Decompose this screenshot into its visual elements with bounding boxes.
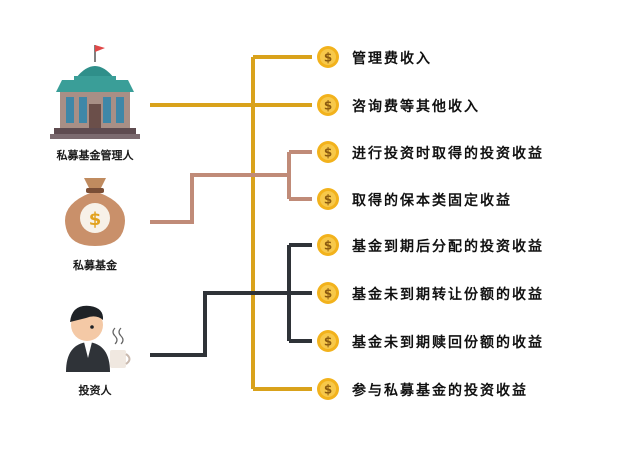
- coin-icon: $: [317, 94, 339, 116]
- svg-text:$: $: [324, 239, 332, 253]
- bank-building-icon: [50, 45, 140, 139]
- svg-text:$: $: [89, 209, 102, 230]
- manager-label: 私募基金管理人: [56, 149, 134, 162]
- person-with-coffee-icon: [66, 305, 131, 372]
- income-label: 参与私募基金的投资收益: [352, 383, 528, 399]
- svg-text:$: $: [324, 193, 332, 207]
- fund-connector: [150, 150, 312, 224]
- investor-label: 投资人: [78, 384, 112, 397]
- money-bag-icon: $: [65, 178, 125, 246]
- svg-text:$: $: [324, 383, 332, 397]
- svg-text:$: $: [324, 335, 332, 349]
- svg-text:$: $: [324, 99, 332, 113]
- income-label: 基金到期后分配的投资收益: [352, 239, 544, 255]
- coin-icon: $: [317, 188, 339, 210]
- coin-icon: $: [317, 234, 339, 256]
- investor-connector: [150, 243, 312, 357]
- income-label: 基金未到期转让份额的收益: [352, 287, 544, 303]
- svg-text:$: $: [324, 51, 332, 65]
- coin-icon: $: [317, 282, 339, 304]
- income-label: 取得的保本类固定收益: [352, 193, 512, 209]
- income-label: 管理费收入: [352, 51, 432, 67]
- coin-icon: $: [317, 330, 339, 352]
- income-label: 基金未到期赎回份额的收益: [352, 335, 544, 351]
- income-label: 咨询费等其他收入: [352, 99, 480, 115]
- coin-icon: $: [317, 141, 339, 163]
- svg-text:$: $: [324, 287, 332, 301]
- coin-icon: $: [317, 378, 339, 400]
- svg-text:$: $: [324, 146, 332, 160]
- manager-connector: [150, 55, 312, 391]
- fund-label: 私募基金: [73, 259, 117, 272]
- income-label: 进行投资时取得的投资收益: [352, 146, 544, 162]
- coin-icon: $: [317, 46, 339, 68]
